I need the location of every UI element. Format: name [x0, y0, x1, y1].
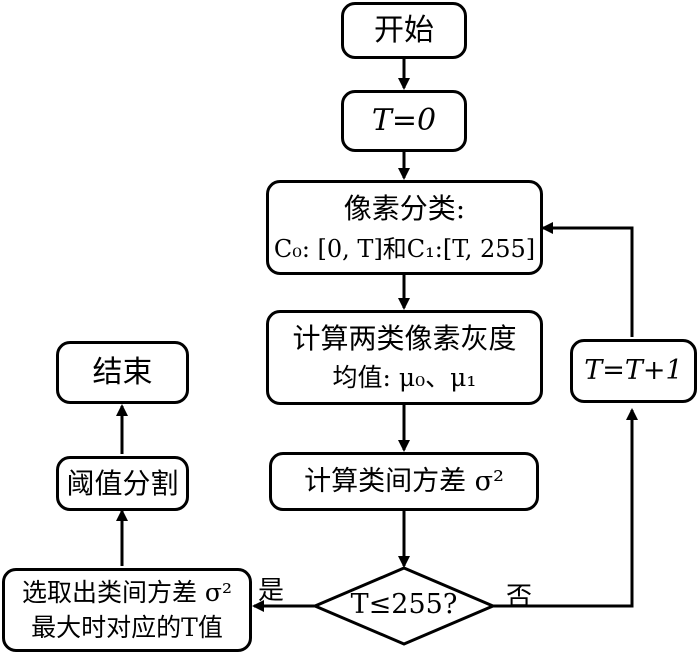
increment-label: T=T+1: [584, 355, 683, 387]
edge-no-branch: [493, 408, 638, 608]
init-label: T=0: [371, 103, 437, 139]
end-label: 结束: [92, 354, 153, 390]
segment-label: 阈值分割: [66, 467, 179, 500]
mean-line2: 均值: μ₀、μ₁: [332, 363, 477, 393]
init-node: T=0: [341, 90, 467, 152]
select-line1: 选取出类间方差 σ²: [21, 577, 233, 607]
classify-formula: C₀: [0, T]和C₁:[T, 255]: [273, 235, 536, 263]
yes-label: 是: [258, 576, 285, 606]
mean-line1: 计算两类像素灰度: [292, 322, 517, 356]
end-node: 结束: [56, 341, 189, 404]
start-node: 开始: [341, 2, 467, 59]
classify-title: 像素分类:: [343, 192, 466, 225]
increment-node: T=T+1: [570, 339, 697, 403]
decision-label: T≤255?: [350, 589, 458, 620]
segment-node: 阈值分割: [56, 456, 189, 511]
start-label: 开始: [374, 12, 434, 48]
select-line2: 最大时对应的T值: [31, 613, 223, 642]
select-node: 选取出类间方差 σ² 最大时对应的T值: [2, 568, 252, 652]
no-label: 否: [506, 582, 533, 612]
classify-node: 像素分类: C₀: [0, T]和C₁:[T, 255]: [266, 180, 543, 275]
edge-increment-to-classify: [541, 222, 634, 337]
mean-node: 计算两类像素灰度 均值: μ₀、μ₁: [266, 310, 543, 405]
decision-diamond: [311, 566, 497, 646]
variance-label: 计算类间方差 σ²: [304, 465, 504, 497]
variance-node: 计算类间方差 σ²: [269, 452, 539, 511]
